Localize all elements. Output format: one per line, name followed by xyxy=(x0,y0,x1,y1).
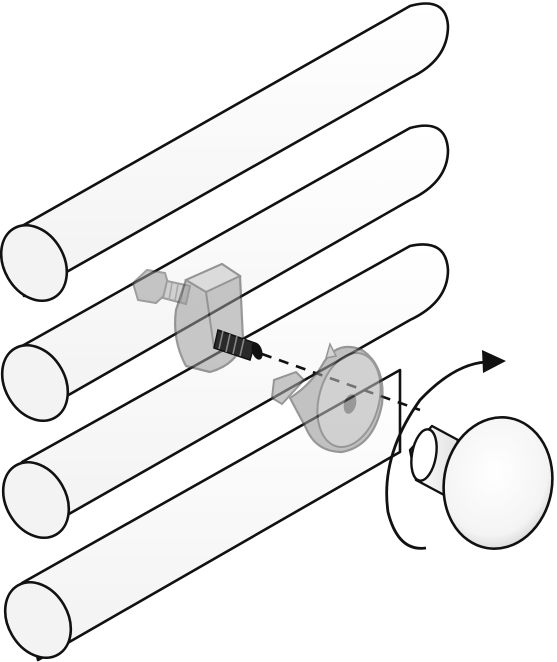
rail-tube-3 xyxy=(1,243,450,540)
rail-tube-4 xyxy=(3,368,402,662)
assembly-axis-line xyxy=(261,352,421,412)
clamp-nut xyxy=(174,262,245,374)
round-knob xyxy=(408,416,554,550)
rail-tube-2 xyxy=(0,124,450,423)
rotation-arrow-icon xyxy=(385,350,506,550)
threaded-screw xyxy=(213,329,263,361)
rail-tube-1 xyxy=(0,2,450,303)
mounting-plate xyxy=(270,341,384,454)
